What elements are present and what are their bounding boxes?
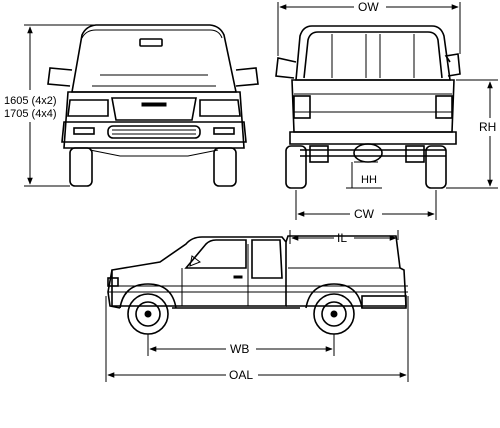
inner-length-label: IL xyxy=(337,231,347,245)
side-view-truck xyxy=(107,235,408,335)
overall-length-dimension: OAL xyxy=(105,296,409,382)
front-view-truck xyxy=(47,24,259,187)
wheelbase-dimension: WB xyxy=(147,334,335,356)
rear-height-dimension: RH xyxy=(446,79,498,189)
rear-height-label: RH xyxy=(479,120,496,134)
wheelbase-label: WB xyxy=(230,342,249,356)
height-dimension: 1605 (4x2) 1705 (4x4) xyxy=(4,24,95,187)
height-label-4x2: 1605 (4x2) xyxy=(4,95,57,107)
rear-view-truck xyxy=(275,25,461,189)
hitch-height-label: HH xyxy=(361,174,377,186)
cab-width-dimension: CW xyxy=(295,190,437,221)
hitch-height-dimension: HH xyxy=(346,161,382,189)
overall-length-label: OAL xyxy=(229,368,253,382)
overall-width-dimension: OW xyxy=(277,0,461,56)
height-label-4x4: 1705 (4x4) xyxy=(4,108,57,120)
inner-length-dimension: IL xyxy=(289,230,399,245)
overall-width-label: OW xyxy=(358,0,379,14)
cab-width-label: CW xyxy=(354,207,375,221)
